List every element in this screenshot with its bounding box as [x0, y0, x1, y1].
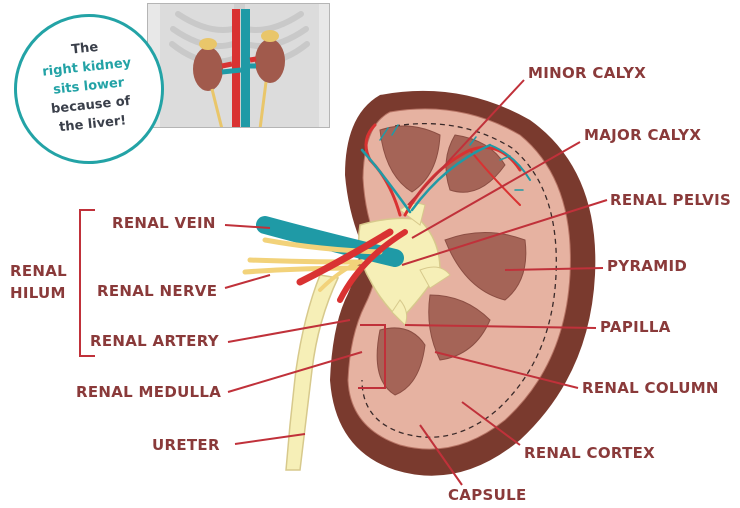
label-minor-calyx: MINOR CALYX: [528, 64, 646, 82]
label-papilla: PAPILLA: [600, 318, 671, 336]
label-renal-hilum-2: HILUM: [10, 284, 66, 302]
label-renal-nerve: RENAL NERVE: [97, 282, 217, 300]
label-pyramid: PYRAMID: [607, 257, 687, 275]
label-renal-pelvis: RENAL PELVIS: [610, 191, 731, 209]
label-renal-hilum-1: RENAL: [10, 262, 67, 280]
label-capsule: CAPSULE: [448, 486, 527, 504]
label-renal-column: RENAL COLUMN: [582, 379, 719, 397]
label-major-calyx: MAJOR CALYX: [584, 126, 701, 144]
label-renal-medulla: RENAL MEDULLA: [76, 383, 221, 401]
label-renal-artery: RENAL ARTERY: [90, 332, 219, 350]
label-ureter: URETER: [152, 436, 220, 454]
label-renal-cortex: RENAL CORTEX: [524, 444, 655, 462]
label-renal-vein: RENAL VEIN: [112, 214, 216, 232]
